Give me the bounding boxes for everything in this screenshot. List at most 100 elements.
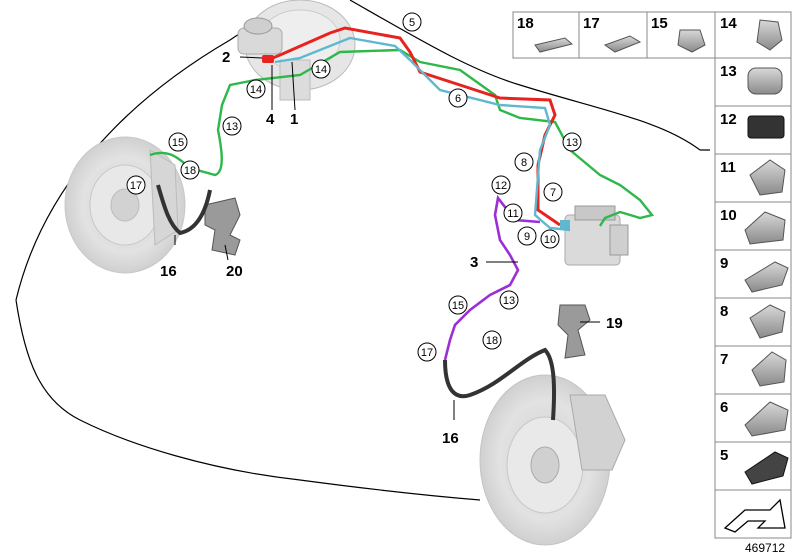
callout-16-rear: 16 (442, 430, 459, 447)
svg-text:17: 17 (130, 180, 142, 192)
circled-callouts: 5 14 14 6 13 15 13 8 18 17 12 7 11 9 10 … (126, 12, 582, 362)
svg-text:6: 6 (720, 399, 728, 416)
part-cell-6: 6 (714, 393, 792, 443)
svg-text:13: 13 (720, 63, 737, 80)
svg-text:12: 12 (720, 111, 737, 128)
part-8-clip-icon (749, 304, 786, 339)
svg-text:17: 17 (421, 347, 433, 359)
part-12-clip-icon (747, 115, 785, 139)
callout-15b: 15 (448, 295, 468, 315)
callout-15a: 15 (168, 132, 188, 152)
callout-17a: 17 (126, 175, 146, 195)
bracket-19 (557, 304, 591, 359)
part-17-clip-icon (603, 35, 642, 53)
part-11-clip-icon (749, 159, 786, 196)
svg-text:6: 6 (455, 93, 461, 105)
svg-text:11: 11 (507, 208, 518, 220)
callout-11: 11 (503, 203, 523, 223)
part-18-clip-icon (534, 37, 574, 53)
svg-text:9: 9 (720, 255, 728, 272)
svg-text:8: 8 (521, 157, 527, 169)
part-cell-9: 9 (714, 249, 792, 299)
part-cell-11: 11 (714, 153, 792, 203)
svg-text:7: 7 (550, 187, 556, 199)
part-cell-15: 15 (646, 11, 716, 59)
svg-text:15: 15 (651, 15, 668, 32)
svg-text:10: 10 (544, 234, 556, 246)
callout-8: 8 (514, 152, 534, 172)
callout-4: 4 (266, 111, 275, 128)
svg-text:12: 12 (495, 180, 507, 192)
bracket-20 (204, 197, 241, 256)
blue-connector (560, 220, 570, 230)
part-5-clip-icon (744, 451, 789, 485)
abs-unit (564, 205, 629, 266)
part-cell-8: 8 (714, 297, 792, 347)
part-9-clip-icon (744, 261, 789, 293)
svg-text:7: 7 (720, 351, 728, 368)
reference-number: 469712 (745, 541, 785, 555)
part-13-clip-icon (747, 67, 783, 95)
svg-text:18: 18 (184, 165, 196, 177)
purple-brake-line (443, 194, 541, 361)
callout-14b: 14 (246, 79, 266, 99)
svg-text:5: 5 (720, 447, 728, 464)
svg-text:14: 14 (315, 64, 327, 76)
svg-text:15: 15 (452, 300, 464, 312)
part-10-clip-icon (744, 211, 786, 245)
red-connector (262, 55, 274, 63)
callout-18a: 18 (180, 160, 200, 180)
part-cell-7: 7 (714, 345, 792, 395)
callout-2: 2 (222, 49, 230, 66)
arrow-icon (723, 498, 786, 533)
callout-18b: 18 (482, 330, 502, 350)
callout-12: 12 (491, 175, 511, 195)
part-6-clip-icon (744, 401, 789, 437)
part-cell-17: 17 (578, 11, 648, 59)
callout-1: 1 (290, 111, 298, 128)
callout-3: 3 (470, 254, 478, 271)
part-cell-18: 18 (512, 11, 580, 59)
callout-10: 10 (540, 229, 560, 249)
rear-brake-disc (479, 374, 626, 546)
front-brake-disc (64, 136, 186, 274)
callout-13a: 13 (222, 116, 242, 136)
svg-text:13: 13 (566, 137, 578, 149)
part-7-clip-icon (751, 351, 787, 387)
callout-17b: 17 (417, 342, 437, 362)
part-cell-arrow (714, 489, 792, 539)
callout-5: 5 (402, 12, 422, 32)
part-cell-12: 12 (714, 105, 792, 155)
leader-lines (174, 56, 600, 420)
svg-text:14: 14 (250, 84, 262, 96)
svg-text:18: 18 (517, 15, 534, 32)
svg-text:11: 11 (720, 159, 736, 176)
front-brake-hose (156, 184, 212, 236)
part-cell-13: 13 (714, 57, 792, 107)
callout-6: 6 (448, 88, 468, 108)
svg-text:14: 14 (720, 15, 737, 32)
callout-9: 9 (517, 226, 537, 246)
part-14-clip-icon (756, 19, 783, 51)
svg-text:8: 8 (720, 303, 728, 320)
green-brake-line (149, 48, 655, 227)
callout-16-front: 16 (160, 263, 177, 280)
part-cell-10: 10 (714, 201, 792, 251)
callout-7: 7 (543, 182, 563, 202)
svg-text:10: 10 (720, 207, 737, 224)
svg-text:13: 13 (226, 121, 238, 133)
svg-text:18: 18 (486, 335, 498, 347)
part-15-clip-icon (677, 29, 706, 53)
svg-text:9: 9 (524, 231, 530, 243)
part-cell-5: 5 (714, 441, 792, 491)
svg-text:13: 13 (503, 295, 515, 307)
callout-19: 19 (606, 315, 623, 332)
parts-panel: 18 17 15 14 13 12 (512, 11, 792, 539)
rear-brake-hose (443, 347, 557, 421)
callout-13b: 13 (562, 132, 582, 152)
svg-text:5: 5 (409, 17, 415, 29)
callout-13c: 13 (499, 290, 519, 310)
callout-20: 20 (226, 263, 243, 280)
callout-14a: 14 (311, 59, 331, 79)
